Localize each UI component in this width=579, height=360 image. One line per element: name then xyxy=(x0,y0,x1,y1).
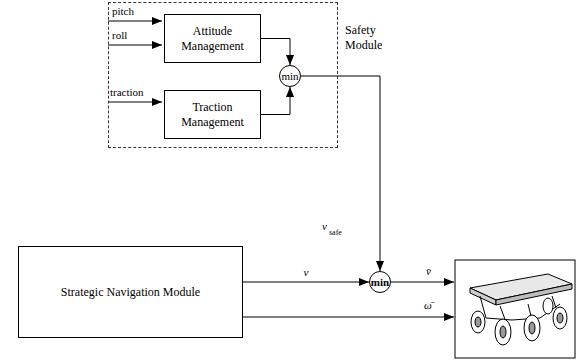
node-text: min xyxy=(371,276,389,288)
signal-arrow xyxy=(261,39,290,66)
dashed-module-box: Safety ModuleAttitude ManagementTraction… xyxy=(108,2,338,148)
node-text: min xyxy=(281,70,298,82)
signal-name: roll xyxy=(112,30,127,41)
min-operator: min xyxy=(369,271,391,293)
module-title: Safety Module xyxy=(345,23,401,53)
edge-label: v xyxy=(303,267,310,278)
node-text: Traction Management xyxy=(168,100,257,129)
input-wires xyxy=(108,21,162,102)
node-text: Strategic Navigation Module xyxy=(61,285,200,299)
signal-subscript: safe xyxy=(329,229,342,237)
signal-name: traction xyxy=(110,87,144,98)
process-box: Traction Management xyxy=(164,90,261,139)
min-operator: min xyxy=(279,65,301,87)
signal-name: pitch xyxy=(112,6,134,17)
rover-illustration xyxy=(455,260,575,358)
node-text: Attitude Management xyxy=(168,24,257,53)
process-box: Attitude Management xyxy=(164,14,261,63)
signal-name: ω̄ xyxy=(424,300,432,311)
signal-arrow xyxy=(261,87,290,115)
output-wires xyxy=(243,282,454,317)
signal-name: v̄ xyxy=(426,266,431,277)
signal-name: v xyxy=(322,221,327,232)
process-box: Strategic Navigation Module xyxy=(18,246,243,338)
signal-arrow xyxy=(243,282,369,283)
signal-arrow xyxy=(301,76,380,271)
